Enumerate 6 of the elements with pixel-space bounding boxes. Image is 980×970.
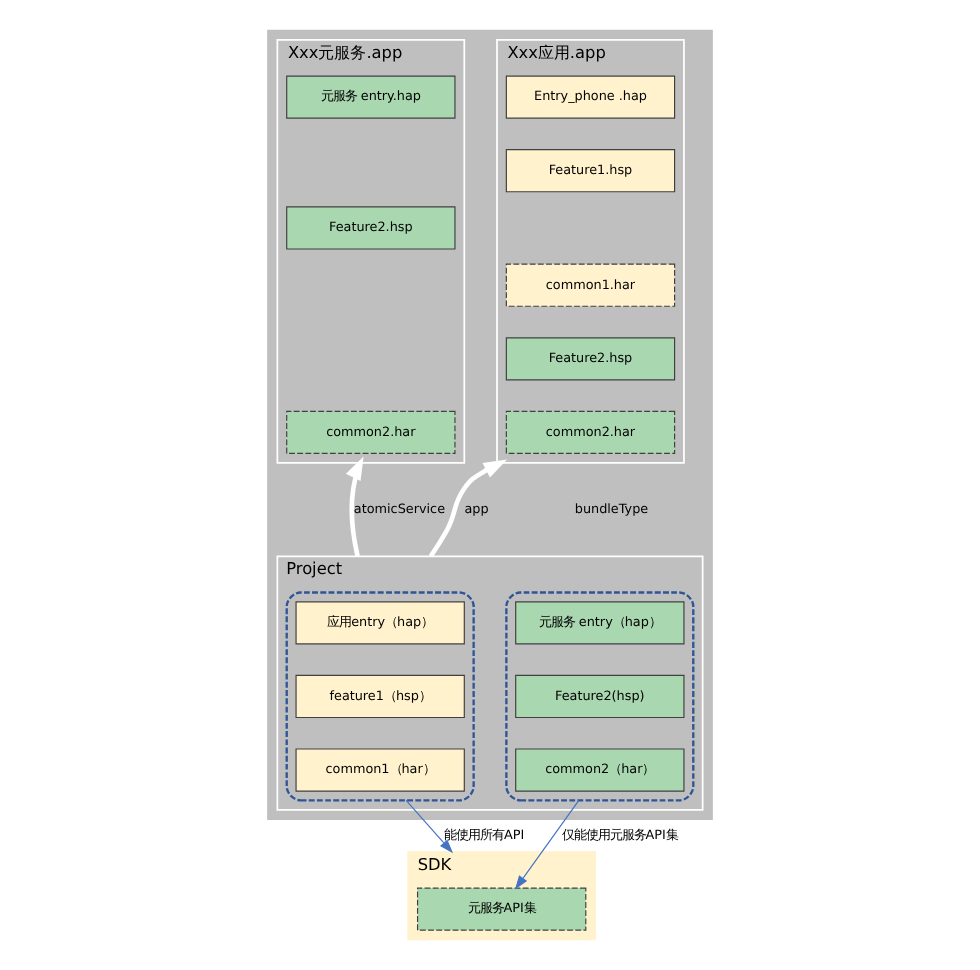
cluster xyxy=(285,591,475,802)
arrow xyxy=(428,459,508,558)
cluster xyxy=(505,591,695,802)
arrow xyxy=(345,456,364,557)
cluster xyxy=(267,29,713,820)
arrow xyxy=(514,799,580,890)
